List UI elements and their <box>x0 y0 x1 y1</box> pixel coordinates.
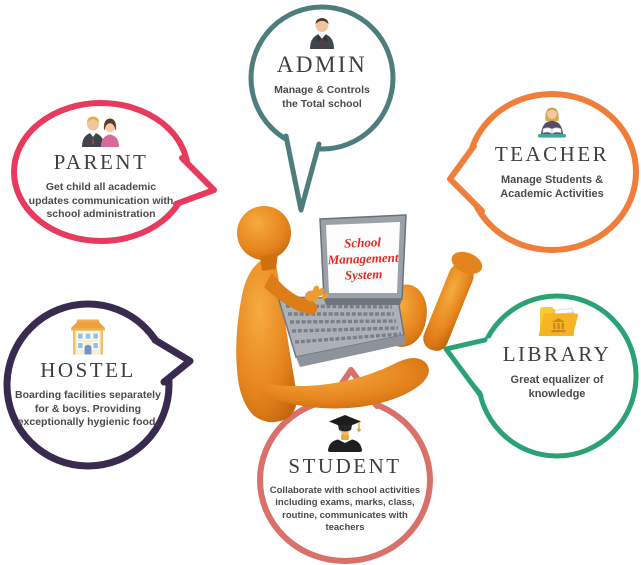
admin-bubble-outline <box>248 4 396 213</box>
teacher-icon <box>538 107 566 138</box>
graduate-icon <box>327 415 363 452</box>
student-title: STUDENT <box>288 454 402 478</box>
screen-line-3: System <box>345 266 383 282</box>
figure-head <box>237 206 291 260</box>
figure-hand <box>305 285 329 302</box>
teacher-bubble-outline <box>447 91 639 253</box>
library-bubble-outline <box>443 293 639 459</box>
parent-bubble-outline <box>11 100 217 244</box>
hostel-bubble-outline <box>3 300 194 470</box>
hostel-title: HOSTEL <box>40 358 136 382</box>
parent-bubble: PARENT Get child all academic updates co… <box>20 114 182 222</box>
laptop-screen: School Management System <box>319 214 407 305</box>
teacher-bubble: TEACHER Manage Students & Academic Activ… <box>478 104 626 202</box>
person-with-laptop-figure: School Management System <box>236 206 483 423</box>
student-bubble: STUDENT Collaborate with school activiti… <box>268 412 422 534</box>
folder-icon <box>538 307 579 336</box>
admin-bubble-tail <box>284 132 320 210</box>
teacher-title: TEACHER <box>494 142 610 166</box>
admin-bubble: ADMIN Manage & Controls the Total school <box>254 16 390 111</box>
businessman-icon <box>310 18 334 49</box>
figure-arm <box>264 273 318 315</box>
library-bubble: LIBRARY Great equalizer of knowledge <box>490 302 624 402</box>
teacher-bubble-tail <box>450 142 486 210</box>
hostel-bubble-tail <box>150 340 190 384</box>
admin-title: ADMIN <box>276 52 368 77</box>
library-bubble-tail <box>446 338 490 398</box>
library-description: Great equalizer of knowledge <box>510 374 604 401</box>
parent-description: Get child all academic updates communica… <box>28 181 174 221</box>
admin-description: Manage & Controls the Total school <box>274 84 370 110</box>
library-title: LIBRARY <box>502 342 612 366</box>
figure-raised-foot <box>423 251 483 351</box>
parent-title: PARENT <box>53 150 149 174</box>
screen-line-2: Management <box>326 250 399 268</box>
teacher-description: Manage Students & Academic Activities <box>500 174 604 201</box>
hostel-description: Boarding facilities separately for & boy… <box>15 389 161 429</box>
laptop-screen-text: School Management System <box>326 234 399 282</box>
building-icon <box>71 319 105 355</box>
figure-leg <box>260 358 429 409</box>
student-description: Collaborate with school activities inclu… <box>269 485 421 534</box>
screen-line-1: School <box>344 234 382 250</box>
parents-icon <box>82 116 119 147</box>
hostel-bubble: HOSTEL Boarding facilities separately fo… <box>14 318 162 430</box>
